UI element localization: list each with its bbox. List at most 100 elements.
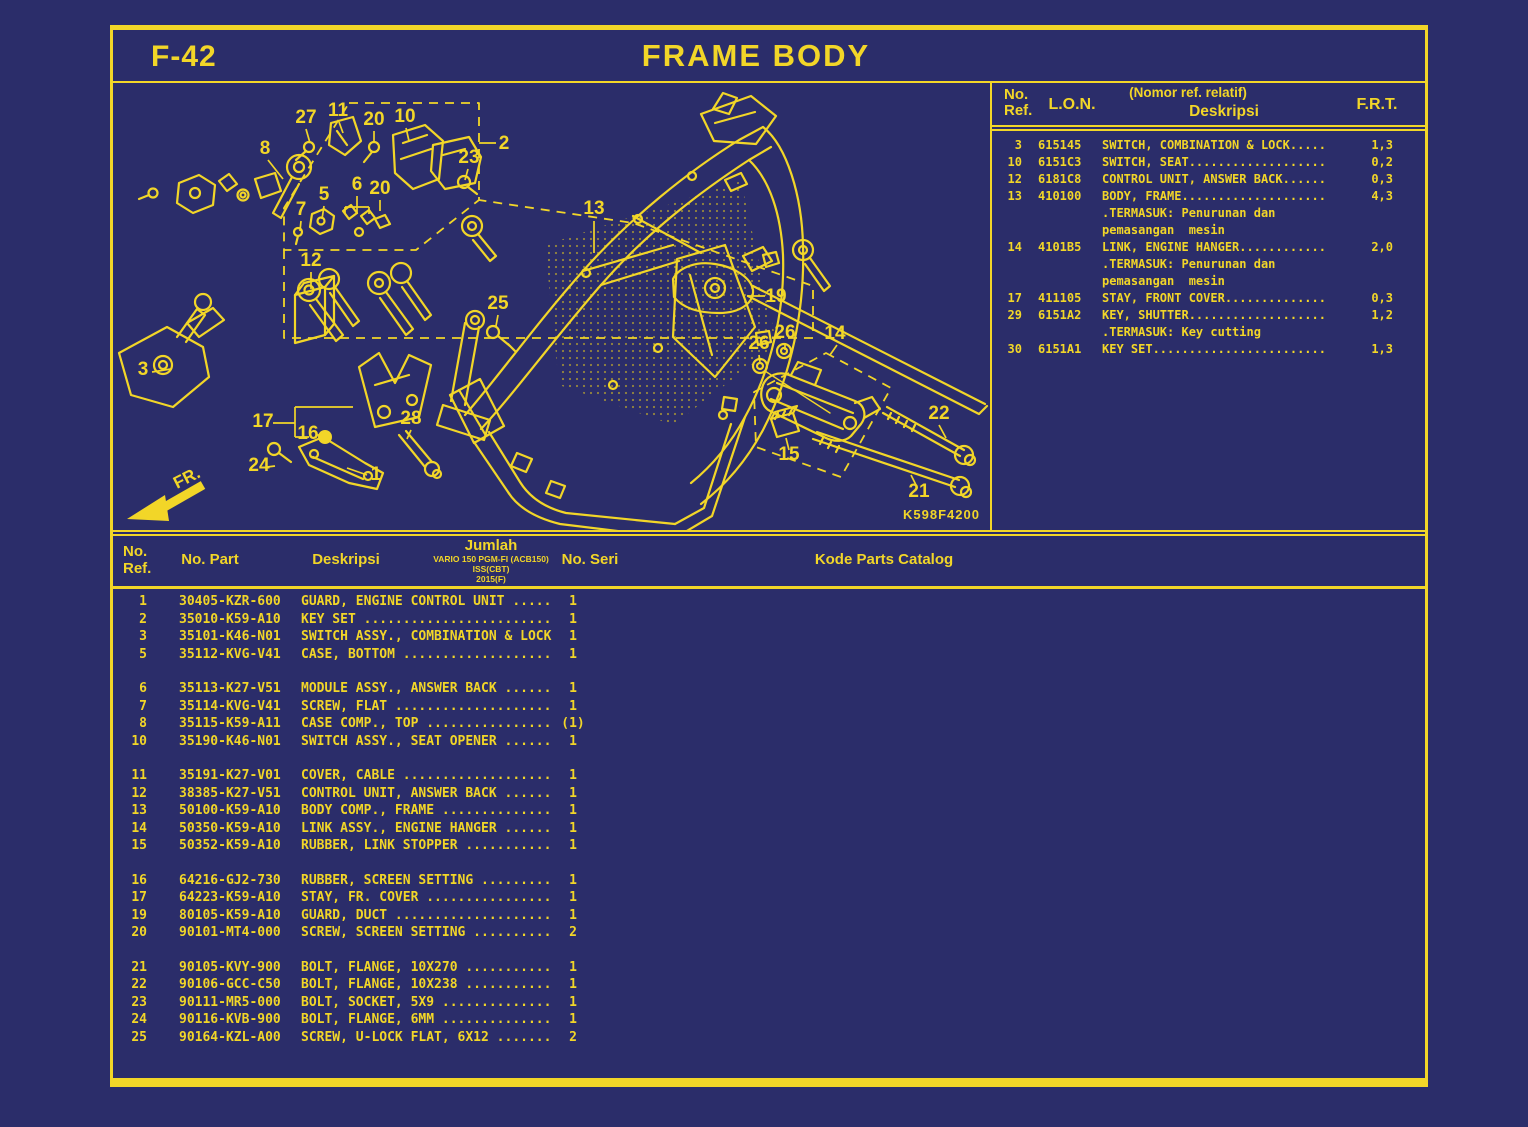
answer-back-module-sketch [293,274,336,345]
table-row: 10 35190-K46-N01 SWITCH ASSY., SEAT OPENER… [121,734,1425,752]
part-ref-label-11: 11 [328,100,349,121]
part-ref-label-26: 26 [774,322,795,343]
parts-cell-desc: STAY, FR. COVER ................ [301,890,552,905]
parts-cell-desc: SCREW, SCREEN SETTING .......... [301,925,552,940]
parts-cell-ref: 1 [139,594,147,609]
page-code: F-42 [151,40,217,73]
parts-cell-qty: 1 [569,959,577,975]
lon-cell-ref: 3 [1014,138,1022,152]
lon-cell-desc: BODY, FRAME.................... [1102,189,1326,203]
lon-cell-lon: 6151A2 [1038,308,1082,322]
parts-cell-part: 35190-K46-N01 [179,733,281,749]
parts-cell-desc: SWITCH ASSY., COMBINATION & LOCK [301,629,552,644]
part-ref-label-20: 20 [363,109,384,130]
parts-cell-part: 90111-MR5-000 [179,994,281,1010]
fr-direction-arrow [127,481,206,521]
leader-line [910,474,918,488]
parts-cell-part: 35010-K59-A10 [179,611,281,627]
parts-cell-part: 35112-KVG-V41 [179,646,281,662]
parts-cell-part: 80105-K59-A10 [179,907,281,923]
part-ref-label-25: 25 [487,293,509,314]
parts-cell-desc: BOLT, FLANGE, 6MM .............. [301,1012,552,1027]
lon-cell-frt: 1,3 [1371,138,1393,152]
part-ref-label-13: 13 [583,198,604,219]
leader-line [267,159,284,180]
parts-header-seri: No. Seri [561,551,619,568]
leader-line [321,205,325,220]
parts-cell-desc: GUARD, ENGINE CONTROL UNIT ..... [301,594,552,609]
leader-line [406,429,412,440]
parts-cell-qty: 1 [569,681,577,696]
parts-header-kode: Kode Parts Catalog [814,551,954,568]
lon-cell-frt: 4,3 [1371,189,1393,203]
parts-cell-desc: SWITCH ASSY., SEAT OPENER ...... [301,733,552,749]
part-ref-label-14: 14 [824,323,846,344]
parts-cell-part: 35113-K27-V51 [179,681,281,696]
part-ref-label-3: 3 [138,359,149,380]
parts-cell-ref: 15 [131,838,147,853]
lon-cell-desc: KEY, SHUTTER................... [1102,308,1326,322]
parts-cell-qty: 1 [569,890,577,905]
lon-cell-ref: 13 [1007,189,1022,203]
lon-sub-row: pemasangan mesin [992,274,1425,291]
lon-cell-desc: .TERMASUK: Penurunan dan [1102,206,1276,220]
fastener-sketches [266,324,517,480]
combination-switch-sketch [671,245,989,416]
parts-cell-desc: MODULE ASSY., ANSWER BACK ...... [301,681,552,696]
leader-line [938,424,947,439]
parts-cell-ref: 3 [139,629,147,644]
part-ref-label-28: 28 [400,408,421,429]
parts-cell-part: 64216-GJ2-730 [179,872,281,888]
part-ref-label-10: 10 [394,106,415,127]
parts-cell-desc: BOLT, FLANGE, 10X238 ........... [301,977,552,992]
lon-cell-frt: 2,0 [1371,240,1393,254]
lon-cell-ref: 10 [1007,155,1022,169]
parts-cell-ref: 24 [131,1012,147,1027]
lon-header-frt: F.R.T. [1356,96,1398,113]
lon-header-noref: No. Ref. [1004,86,1033,119]
parts-cell-ref: 8 [139,716,147,731]
parts-cell-qty: 2 [569,1029,577,1045]
parts-cell-qty: 1 [569,698,577,714]
lon-cell-desc: LINK, ENGINE HANGER............ [1102,240,1326,254]
parts-cell-ref: 19 [131,907,147,923]
parts-cell-ref: 13 [131,803,147,818]
parts-cell-ref: 16 [131,872,147,888]
lon-cell-ref: 29 [1007,308,1022,322]
leader-line [346,467,368,476]
lon-cell-desc: CONTROL UNIT, ANSWER BACK...... [1102,172,1326,186]
lon-sub-row: pemasangan mesin [992,223,1425,240]
leader-line [299,220,302,232]
parts-cell-desc: LINK ASSY., ENGINE HANGER ...... [301,820,552,836]
parts-cell-part: 50350-K59-A10 [179,820,281,836]
parts-cell-qty: 2 [569,925,577,940]
leader-line [338,121,344,134]
parts-cell-ref: 21 [131,959,147,975]
parts-cell-ref: 2 [139,611,147,627]
parts-cell-ref: 6 [139,681,147,696]
part-ref-label-15: 15 [778,444,800,465]
lon-cell-desc: KEY SET........................ [1102,342,1326,356]
lon-cell-desc: pemasangan mesin [1102,223,1225,237]
parts-cell-ref: 17 [131,890,147,905]
lon-cell-frt: 0,3 [1371,172,1393,186]
part-ref-label-17: 17 [252,411,273,432]
lon-cell-desc: SWITCH, SEAT................... [1102,155,1326,169]
parts-cell-ref: 25 [131,1029,147,1045]
parts-cell-ref: 10 [131,733,147,749]
lon-header-lon: L.O.N. [1048,96,1096,113]
parts-cell-qty: 1 [569,611,577,627]
flange-bolt-sketches [811,405,977,499]
